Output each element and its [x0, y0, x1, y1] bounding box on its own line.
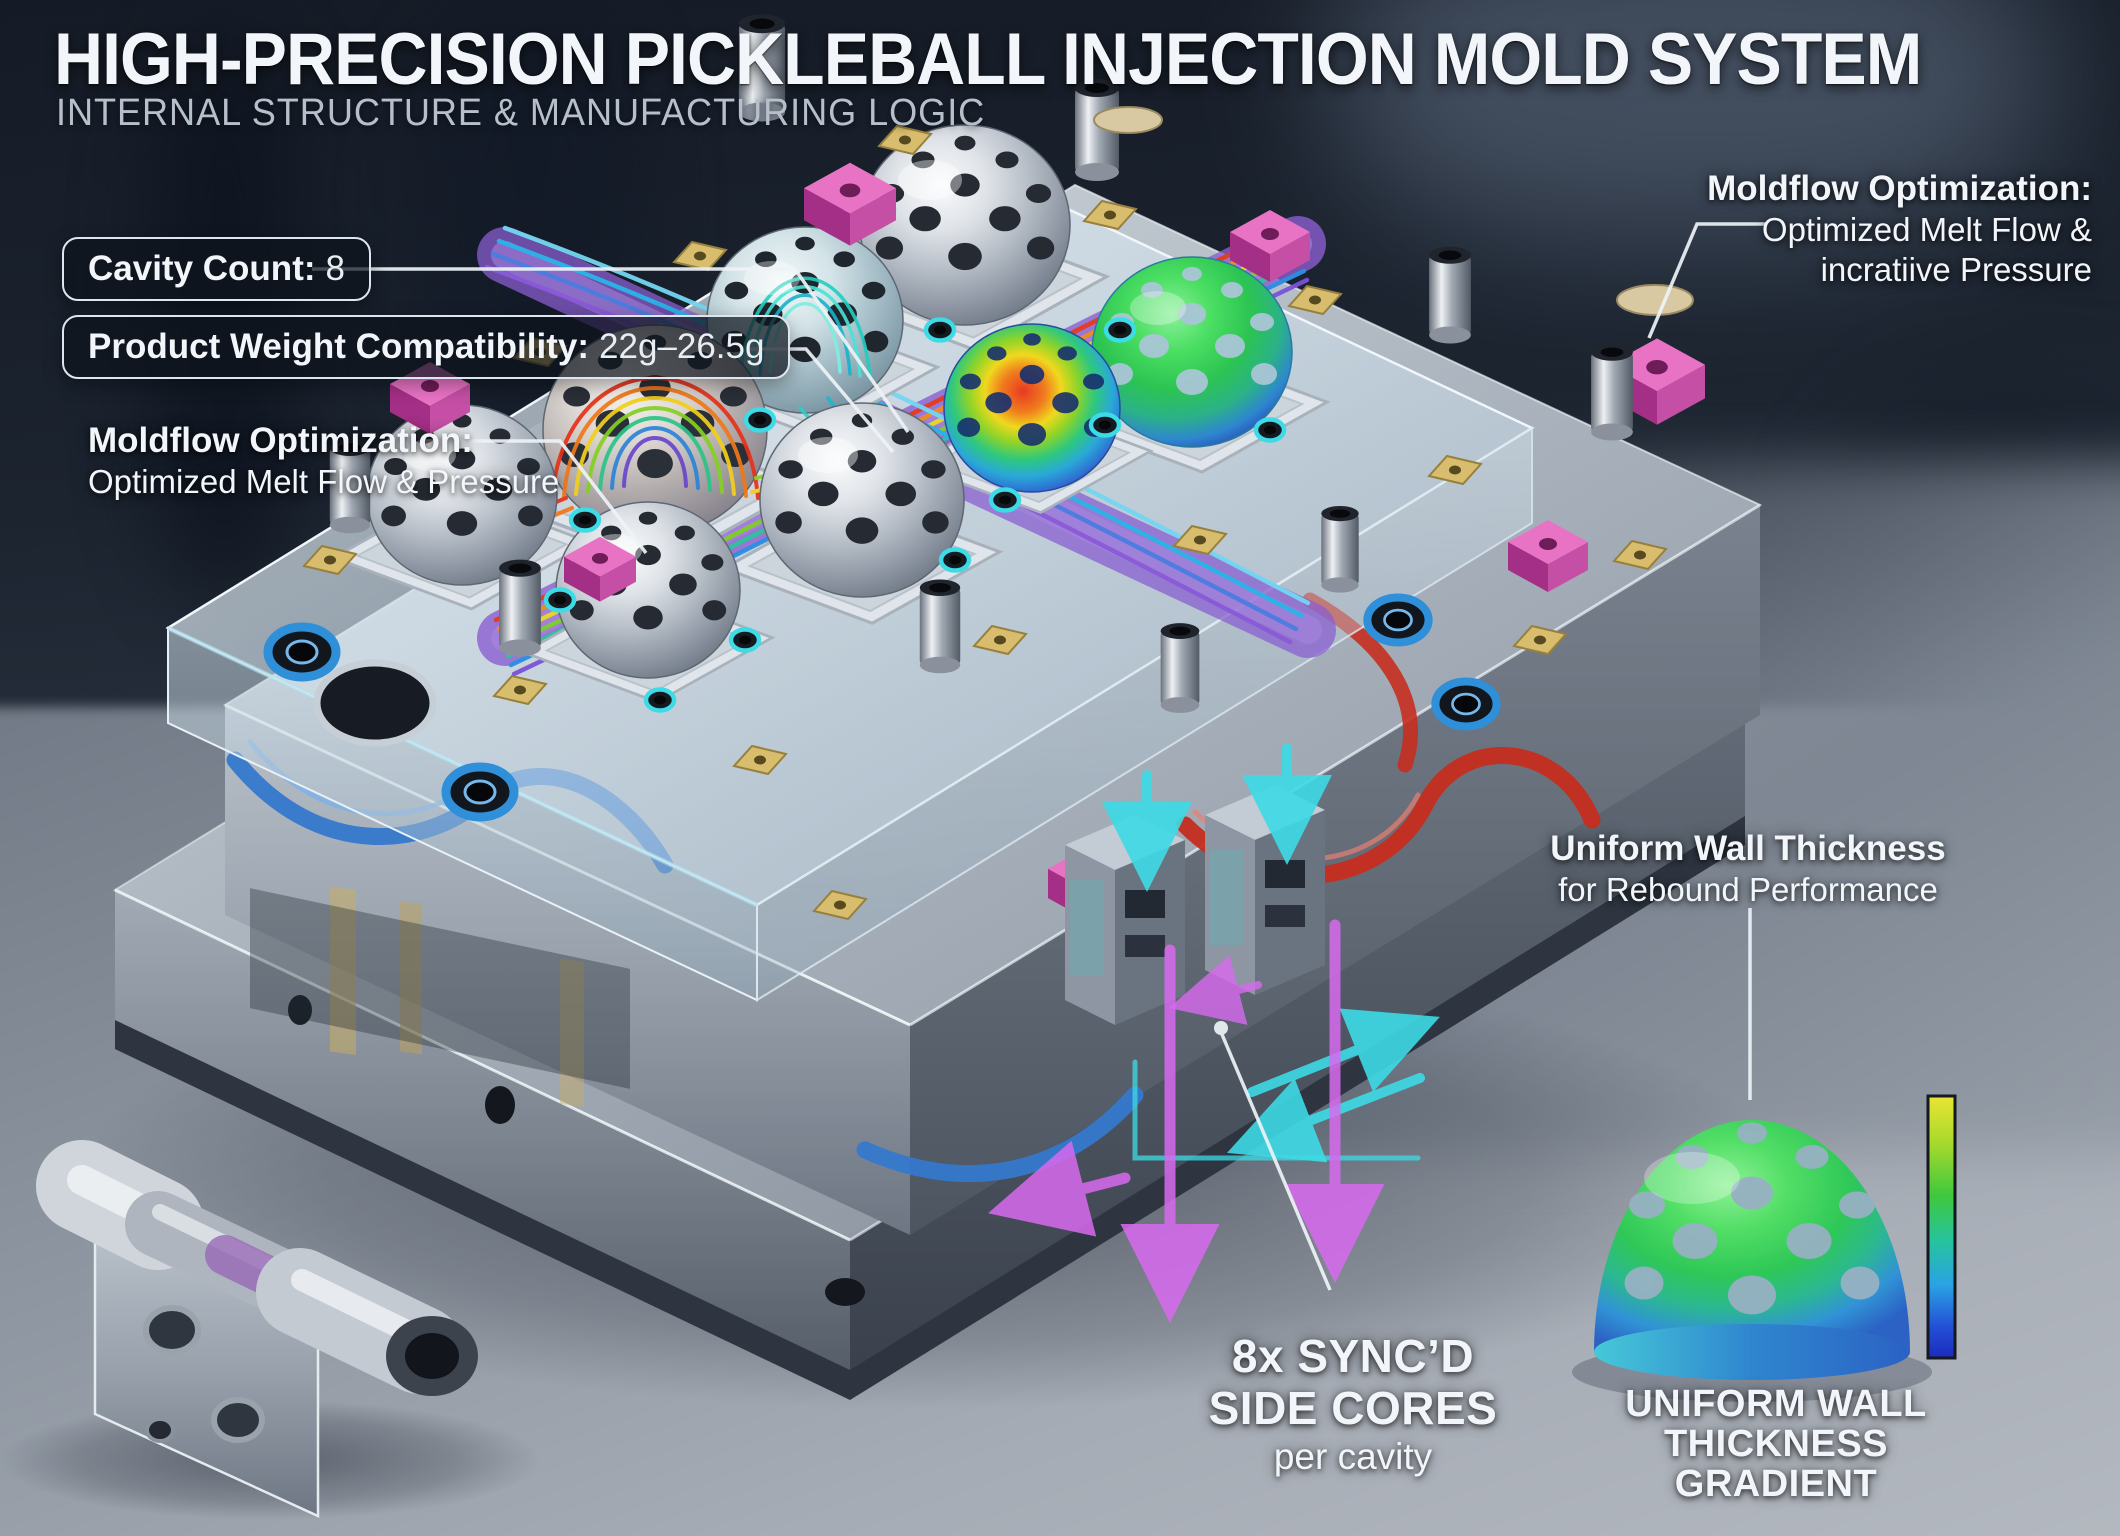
annotation-wall-thickness: Uniform Wall Thickness for Rebound Perfo… [1548, 828, 1948, 910]
annotation-moldflow-right-line1: Optimized Melt Flow & [1761, 211, 2092, 248]
annotation-side-cores-line3: per cavity [1273, 1436, 1433, 1477]
annotation-side-cores: 8x SYNC’D SIDE CORES per cavity [1198, 1330, 1508, 1480]
cavity-ball-chrome-back [859, 124, 1071, 326]
annotation-gradient-legend-line2: THICKNESS [1663, 1423, 1889, 1465]
spec-product-weight-value: 22g–26.5g [599, 327, 765, 366]
spec-product-weight: Product Weight Compatibility:22g–26.5g [62, 315, 791, 379]
page-subtitle: INTERNAL STRUCTURE & MANUFACTURING LOGIC [56, 92, 986, 134]
gradient-colorbar [1926, 1094, 1957, 1360]
side-core-unit-2 [1205, 785, 1325, 995]
annotation-gradient-legend-line3: GRADIENT [1674, 1463, 1878, 1505]
annotation-moldflow-left-line: Optimized Melt Flow & Pressure [88, 463, 560, 500]
page-title: HIGH-PRECISION PICKLEBALL INJECTION MOLD… [54, 19, 1922, 100]
leader-side-cores-dot [1214, 1021, 1228, 1035]
spec-cavity-count-value: 8 [325, 249, 345, 288]
annotation-wall-thickness-title: Uniform Wall Thickness [1550, 829, 1946, 868]
leader-cavity-count [312, 267, 910, 433]
motion-arrows [988, 743, 1440, 1323]
annotation-moldflow-left: Moldflow Optimization: Optimized Melt Fl… [88, 420, 559, 502]
annotation-gradient-legend-line1: UNIFORM WALL [1625, 1383, 1927, 1425]
guide-pins [329, 14, 1694, 713]
ejector-pin-brass [330, 886, 356, 1056]
cavity-ball-thermal [943, 323, 1121, 493]
spec-cavity-count: Cavity Count:8 [62, 237, 371, 301]
annotation-moldflow-left-title: Moldflow Optimization: [88, 421, 473, 460]
leader-lines [312, 222, 1766, 1291]
annotation-gradient-legend: UNIFORM WALL THICKNESS GRADIENT [1590, 1384, 1962, 1504]
annotation-moldflow-right-line2: incratiive Pressure [1820, 251, 2092, 288]
annotation-moldflow-right: Moldflow Optimization: Optimized Melt Fl… [1692, 168, 2092, 290]
annotation-side-cores-line1: 8x SYNC’D [1231, 1330, 1475, 1382]
annotation-moldflow-right-title: Moldflow Optimization: [1707, 169, 2092, 208]
leader-moldflow-right [1647, 222, 1766, 339]
side-core-actuator-assembly [0, 1140, 540, 1520]
spec-cavity-count-label: Cavity Count: [88, 249, 316, 288]
cavity-ball-chrome-center [759, 402, 965, 598]
annotation-side-cores-line2: SIDE CORES [1208, 1382, 1498, 1434]
leader-moldflow-left [456, 439, 648, 555]
leader-side-cores [1219, 1031, 1332, 1291]
spec-product-weight-label: Product Weight Compatibility: [88, 327, 590, 366]
annotation-wall-thickness-line: for Rebound Performance [1558, 871, 1938, 908]
cavity-ball-green [1091, 256, 1293, 448]
legend-pickleball-dome [1572, 1120, 1932, 1402]
